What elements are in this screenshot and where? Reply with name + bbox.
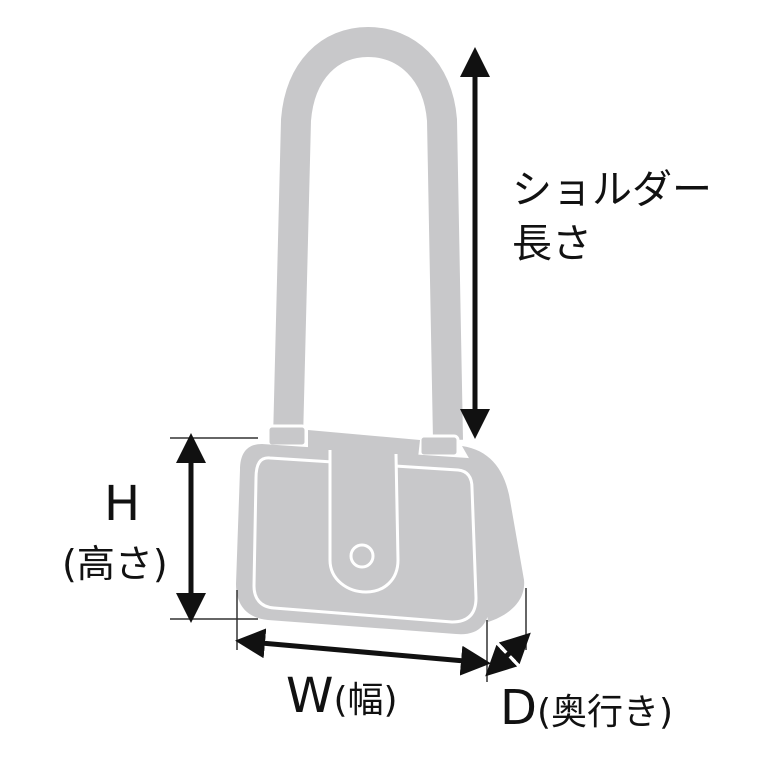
bag-front-outline xyxy=(252,456,478,624)
shoulder-strap xyxy=(273,26,463,441)
depth-arrow xyxy=(485,632,531,677)
width-label-sub: (幅) xyxy=(333,680,398,721)
depth-label: D(奥行き) xyxy=(500,684,673,732)
shoulder-label-line1: ショルダー xyxy=(512,167,712,213)
right-strap-buckle xyxy=(418,434,460,458)
width-label-letter: W xyxy=(286,668,334,724)
width-label: W(幅) xyxy=(286,672,398,720)
shoulder-label-line2: 長さ xyxy=(512,221,592,267)
left-strap-buckle xyxy=(266,424,308,448)
bag-flap xyxy=(328,450,400,594)
snap-button-icon xyxy=(349,543,375,569)
depth-label-sub: (奥行き) xyxy=(536,692,674,733)
height-label-sub: (高さ) xyxy=(62,542,168,586)
height-label-letter: H xyxy=(104,476,141,532)
shoulder-length-label: ショルダー 長さ xyxy=(512,170,712,264)
depth-label-letter: D xyxy=(500,680,537,736)
width-arrow xyxy=(235,628,491,676)
